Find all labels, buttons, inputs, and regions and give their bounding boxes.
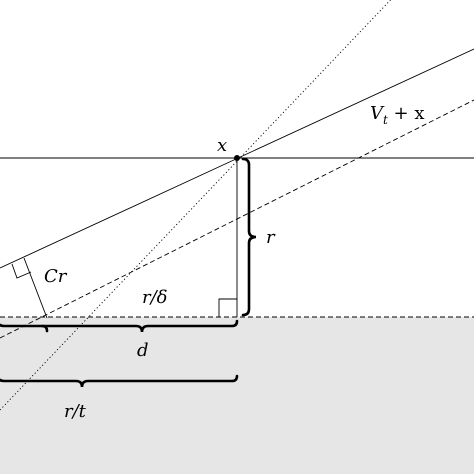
label-perp: Cr: [44, 266, 68, 287]
perpendicular-segment: [23, 257, 48, 319]
brace-d-left-tick: [40, 324, 49, 333]
label-r-over-delta: r/δ: [142, 287, 168, 308]
point-x: [234, 155, 240, 161]
label-set-sub: t: [383, 113, 388, 127]
label-set-main: V: [370, 103, 385, 124]
label-set-rest: + x: [388, 103, 425, 124]
label-r-over-t: r/t: [64, 401, 87, 422]
label-radius: r: [266, 227, 276, 248]
label-set: Vt + x: [370, 103, 425, 127]
shaded-region: [0, 317, 474, 474]
dotted-steep-line: [0, 0, 392, 411]
right-angle-marker-vertical: [218, 298, 237, 317]
right-angle-marker-perp: [11, 263, 32, 279]
label-distance: d: [137, 340, 149, 361]
brace-d: [0, 319, 239, 333]
brace-r-over-t: [0, 374, 239, 388]
label-point-x: x: [217, 135, 227, 156]
brace-r: [241, 157, 257, 317]
